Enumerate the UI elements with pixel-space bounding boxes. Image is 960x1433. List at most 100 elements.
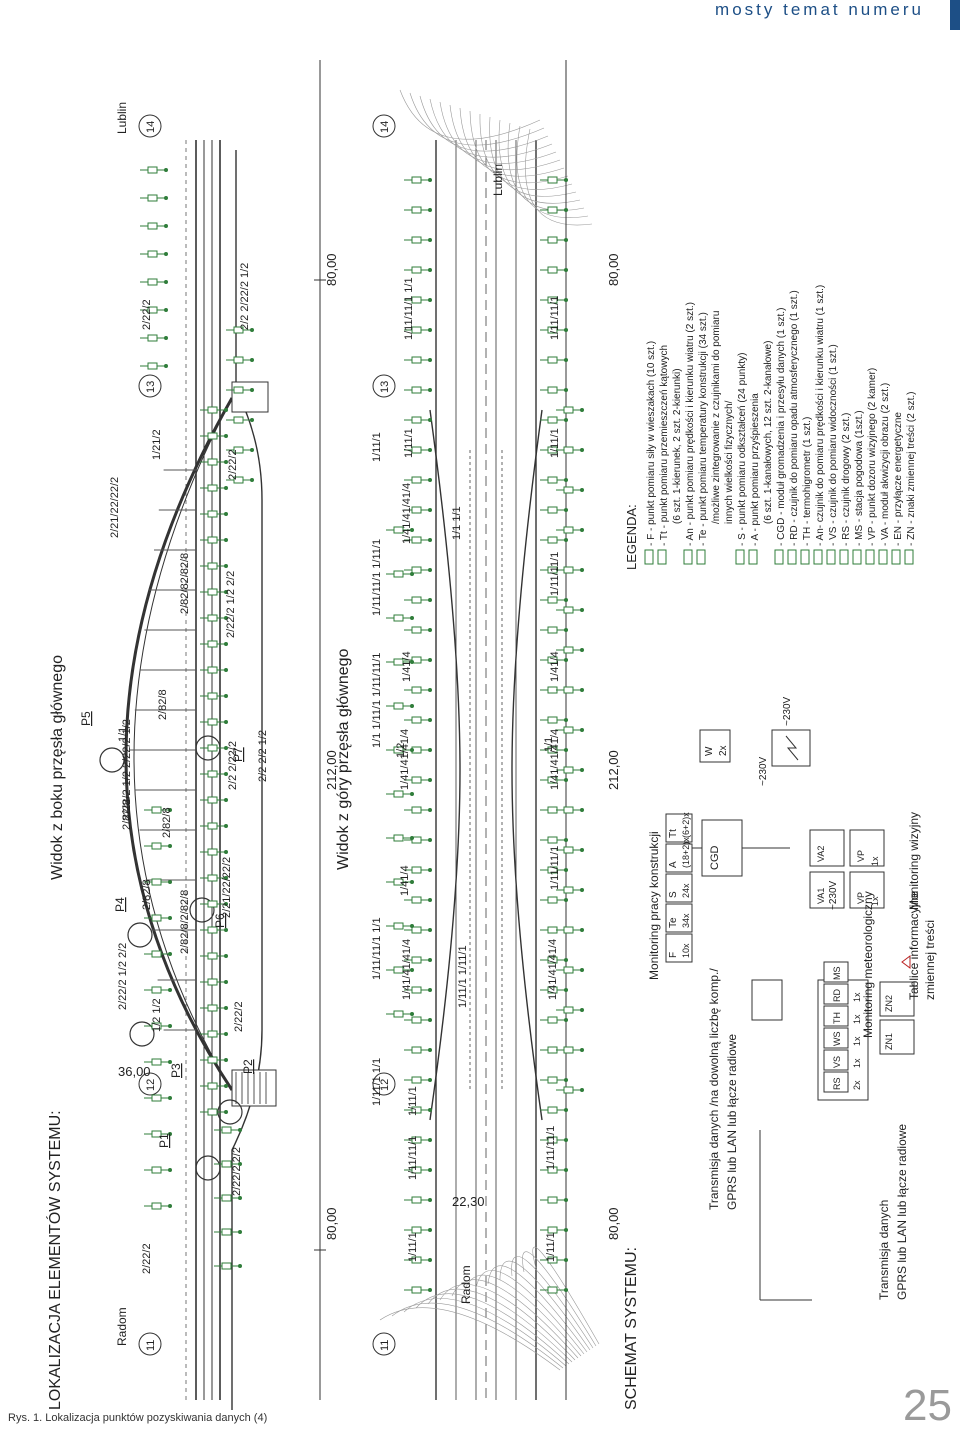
legend-item: - S - punkt pomiaru odkształceń (24 punk… (737, 353, 748, 546)
visual-code: VP (856, 892, 866, 904)
sensor-body (563, 406, 574, 414)
sensor-body (547, 836, 558, 844)
sensor-body (547, 506, 558, 514)
sensor-body (411, 806, 422, 814)
sensor-body (411, 596, 422, 604)
sensor-body (233, 386, 244, 394)
sensor-symbol (540, 626, 568, 634)
sensor-node (224, 512, 228, 516)
sensor-symbol (140, 334, 168, 342)
arch-plan-right (511, 409, 543, 1121)
sensor-body (207, 406, 218, 414)
sensor-node (564, 238, 568, 242)
sensor-symbol (540, 386, 568, 394)
sensor-symbol (404, 926, 432, 934)
sensor-symbol (404, 626, 432, 634)
terrain-contour (399, 89, 541, 140)
legend-item: - TH - termohigrometr (1 szt.) (802, 417, 813, 546)
sensor-symbol (540, 1106, 568, 1114)
sensor-body (411, 326, 422, 334)
sensor-body (207, 718, 218, 726)
sensor-symbol (226, 446, 254, 454)
terrain-contour (415, 1293, 570, 1365)
visual-count: 1x (870, 896, 880, 906)
legend-symbol-icon (774, 549, 784, 565)
sensor-node (224, 1032, 228, 1036)
place-lublin-top: Lublin (491, 164, 505, 196)
dim-offset: 22,30 (452, 1194, 485, 1209)
sensor-node (238, 1264, 242, 1268)
sensor-symbol (144, 950, 172, 958)
top-label: 1/41/41/41/4 (547, 939, 559, 1000)
sensor-symbol (556, 726, 584, 734)
sensor-node (428, 1198, 432, 1202)
sensor-node (428, 178, 432, 182)
sensor-body (147, 334, 158, 342)
sensor-node (168, 1168, 172, 1172)
sensor-body (411, 236, 422, 244)
sensor-node (224, 460, 228, 464)
sensor-node (224, 694, 228, 698)
top-label: 1/11/11/1 (407, 1136, 419, 1180)
module-code: S (668, 891, 679, 898)
meteo-count: 1x (852, 1036, 862, 1046)
lightning-icon (785, 735, 799, 761)
sensor-body (411, 686, 422, 694)
sensor-node (564, 838, 568, 842)
meteo-module (823, 1027, 849, 1049)
sensor-body (221, 1228, 232, 1236)
group-signs-2: zmiennej treści (923, 920, 937, 1000)
sensor-node (580, 1088, 584, 1092)
sensor-node (224, 616, 228, 620)
support-12-top: 12 (379, 1079, 391, 1091)
sensor-symbol (404, 566, 432, 574)
sensor-symbol (200, 718, 228, 726)
sensor-body (393, 526, 404, 534)
module-count: 10x (681, 943, 691, 958)
dim-right: 80,00 (324, 253, 339, 286)
sensor-node (410, 660, 414, 664)
sensor-node (580, 1008, 584, 1012)
meteo-count: 1x (852, 1014, 862, 1024)
sensor-node (164, 336, 168, 340)
sensor-symbol (556, 1006, 584, 1014)
sensor-node (428, 1168, 432, 1172)
sensor-node (168, 880, 172, 884)
module-code: A (668, 861, 679, 868)
terrain-contour (511, 1256, 594, 1349)
sensor-body (547, 296, 558, 304)
legend-symbol-icon (748, 549, 758, 565)
sensor-body (207, 900, 218, 908)
legend-symbol-icon (800, 549, 810, 565)
top-label: 1/11/11/1 (549, 846, 561, 890)
meteo-code: RS (832, 1077, 842, 1090)
sensor-symbol (200, 848, 228, 856)
side-label: 2/21/22/22/2 (109, 477, 121, 538)
sensor-symbol (140, 194, 168, 202)
terrain-contour (439, 1284, 576, 1361)
group-meteo: Monitoring meteorologiczny (861, 891, 875, 1038)
sensor-node (564, 958, 568, 962)
sensor-node (564, 478, 568, 482)
legend-item: - Tt - punkt pomiaru przemieszczeń kątow… (659, 345, 670, 546)
sensor-body (207, 536, 218, 544)
sensor-symbol (200, 822, 228, 830)
sensor-symbol (140, 222, 168, 230)
sensor-node (428, 718, 432, 722)
sensor-symbol (404, 326, 432, 334)
sensor-body (233, 446, 244, 454)
sign-code: ZN2 (884, 995, 894, 1012)
legend-symbol-icon (852, 549, 862, 565)
header-accent-bar (950, 0, 960, 30)
sensor-body (151, 914, 162, 922)
sensor-node (428, 808, 432, 812)
sensor-body (207, 822, 218, 830)
construction-module (665, 873, 693, 903)
top-label: 1/2 (395, 743, 407, 758)
sensor-node (564, 718, 568, 722)
sensor-node (564, 988, 568, 992)
sensor-symbol (404, 716, 432, 724)
sensor-symbol (214, 1228, 242, 1236)
header-title: mosty temat numeru (715, 0, 924, 20)
sensor-symbol (404, 1226, 432, 1234)
